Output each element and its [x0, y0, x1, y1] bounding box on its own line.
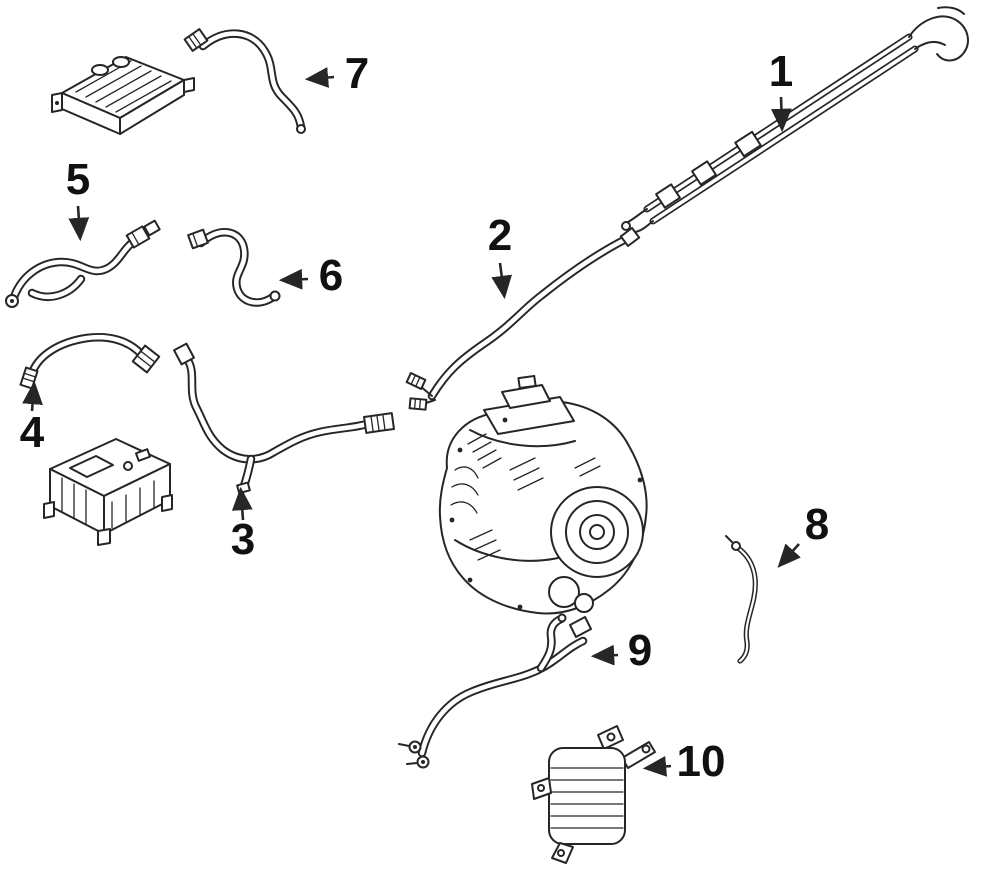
- callout-9-arrow: [590, 644, 619, 666]
- part-5-hose-sketch: [5, 219, 161, 308]
- callout-3[interactable]: 3: [230, 515, 256, 564]
- callout-2[interactable]: 2: [487, 211, 513, 260]
- callout-8[interactable]: 8: [804, 500, 830, 549]
- callout-5-arrow: [68, 205, 90, 242]
- transaxle-sketch: [438, 374, 648, 615]
- callout-5[interactable]: 5: [65, 155, 91, 204]
- inverter-module-sketch: [51, 56, 195, 135]
- callout-arrows: [22, 67, 801, 777]
- part-4-hose-sketch: [19, 337, 161, 390]
- callout-2-arrow: [491, 262, 512, 300]
- callout-7[interactable]: 7: [344, 49, 370, 98]
- part-9-tube-sketch: [398, 613, 592, 769]
- part-10-cooler-sketch: [531, 725, 656, 864]
- callout-8-arrow: [777, 543, 801, 568]
- callout-10-arrow: [642, 756, 672, 777]
- part-3-hose-sketch: [173, 342, 395, 495]
- callout-6[interactable]: 6: [318, 251, 344, 300]
- callout-4[interactable]: 4: [19, 408, 45, 457]
- callout-1[interactable]: 1: [768, 47, 794, 96]
- callout-4-arrow: [22, 380, 43, 412]
- callout-10[interactable]: 10: [676, 737, 726, 786]
- callout-3-arrow: [231, 486, 253, 521]
- converter-module-sketch: [43, 438, 173, 546]
- callout-9[interactable]: 9: [627, 626, 653, 675]
- part-6-hose-sketch: [187, 230, 281, 303]
- callout-1-arrow: [770, 96, 792, 133]
- part-7-hose-sketch: [183, 28, 306, 134]
- part-8-tube-sketch: [725, 535, 755, 661]
- part-2-tube-sketch: [405, 226, 641, 411]
- callout-6-arrow: [278, 268, 309, 290]
- part-1-tube-assembly-sketch: [621, 6, 969, 233]
- callout-7-arrow: [304, 67, 335, 88]
